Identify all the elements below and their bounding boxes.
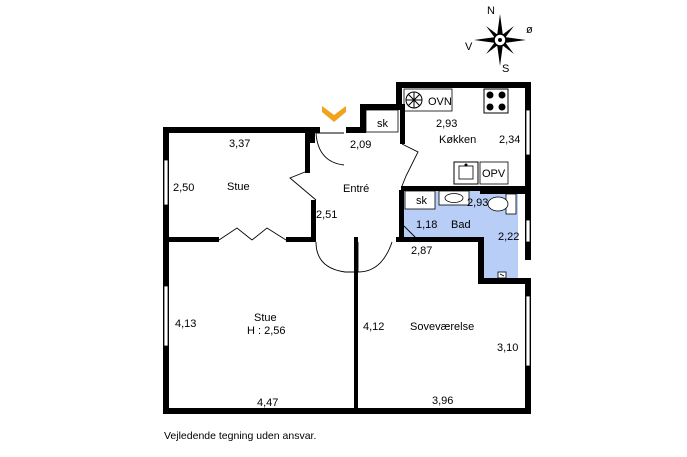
dishwasher-box [479, 161, 509, 185]
oven-box [403, 88, 453, 112]
door-bath [403, 225, 421, 243]
room-stue-top: Stue [227, 181, 250, 193]
window [525, 295, 531, 367]
opv-label: OPV [482, 168, 506, 180]
toilet [487, 193, 517, 215]
window [525, 219, 531, 243]
door-stue-entre [289, 171, 317, 201]
dim-hall-w: 2,87 [411, 245, 432, 257]
room-stue-main: Stue [254, 312, 277, 324]
window [163, 159, 169, 206]
exterior-walls [163, 82, 531, 414]
dim-stue-top-w: 3,37 [229, 138, 250, 150]
compass-rose-icon [474, 14, 526, 66]
dim-kokken-w: 2,93 [436, 118, 457, 130]
ovn-label: OVN [428, 96, 452, 108]
door-entrance [315, 132, 345, 166]
window [163, 285, 169, 347]
compass-s: S [502, 63, 509, 75]
dim-sove-right: 3,10 [497, 342, 518, 354]
windows [163, 109, 531, 367]
dim-bad-w: 2,93 [467, 197, 488, 209]
entrance-arrow-icon [322, 106, 346, 122]
door-stue-double [218, 227, 287, 241]
compass-e: ø [526, 24, 533, 36]
doors [218, 132, 421, 273]
room-sovevaerelse: Soveværelse [410, 321, 474, 333]
dim-bad-d: 1,18 [416, 219, 437, 231]
door-kitchen [401, 143, 419, 187]
shower-drain-icon [497, 271, 507, 279]
room-bad: Bad [451, 219, 471, 231]
oven-fan-icon [405, 91, 423, 109]
kitchen-sink [453, 161, 479, 185]
door-stue-main [315, 241, 354, 273]
compass-w: V [465, 41, 473, 53]
dim-entre-h: 2,51 [316, 209, 337, 221]
stove [483, 88, 509, 114]
room-entre: Entré [343, 183, 369, 195]
dim-stue-main-h: 4,13 [175, 318, 196, 330]
room-kokken: Køkken [439, 134, 476, 146]
room-stue-height: H : 2,56 [247, 325, 286, 337]
dim-sove-left: 4,12 [363, 321, 384, 333]
bathroom-floor [404, 190, 518, 282]
sk-entre-label: sk [377, 118, 389, 130]
sk-bad-label: sk [416, 195, 428, 207]
dim-bad-h: 2,22 [498, 231, 519, 243]
compass-n: N [487, 5, 495, 17]
interior-walls [169, 104, 531, 413]
bath-closet [404, 190, 436, 210]
bath-sink [438, 190, 470, 206]
window [525, 109, 531, 156]
disclaimer-text: Vejledende tegning uden ansvar. [164, 430, 317, 442]
dim-sove-w: 3,96 [432, 395, 453, 407]
dim-kokken-h: 2,34 [499, 134, 520, 146]
entre-closet [365, 109, 399, 133]
door-bedroom [357, 241, 393, 273]
dim-entre-w: 2,09 [350, 139, 371, 151]
dim-stue-main-w: 4,47 [257, 397, 278, 409]
dim-stue-top-h: 2,50 [173, 182, 194, 194]
